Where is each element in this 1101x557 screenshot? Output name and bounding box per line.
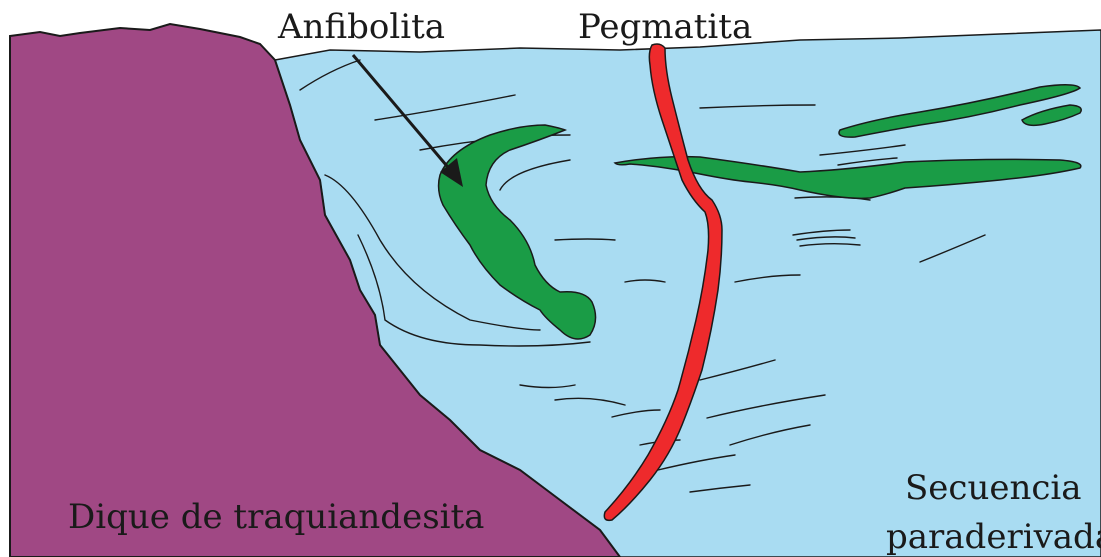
anfibolita-label: Anfibolita	[278, 10, 445, 44]
dique-label: Dique de traquiandesita	[68, 500, 484, 534]
secuencia-label-line1: Secuencia	[905, 471, 1082, 505]
pegmatita-label: Pegmatita	[578, 10, 752, 44]
secuencia-label-line2: paraderivada	[886, 520, 1101, 554]
